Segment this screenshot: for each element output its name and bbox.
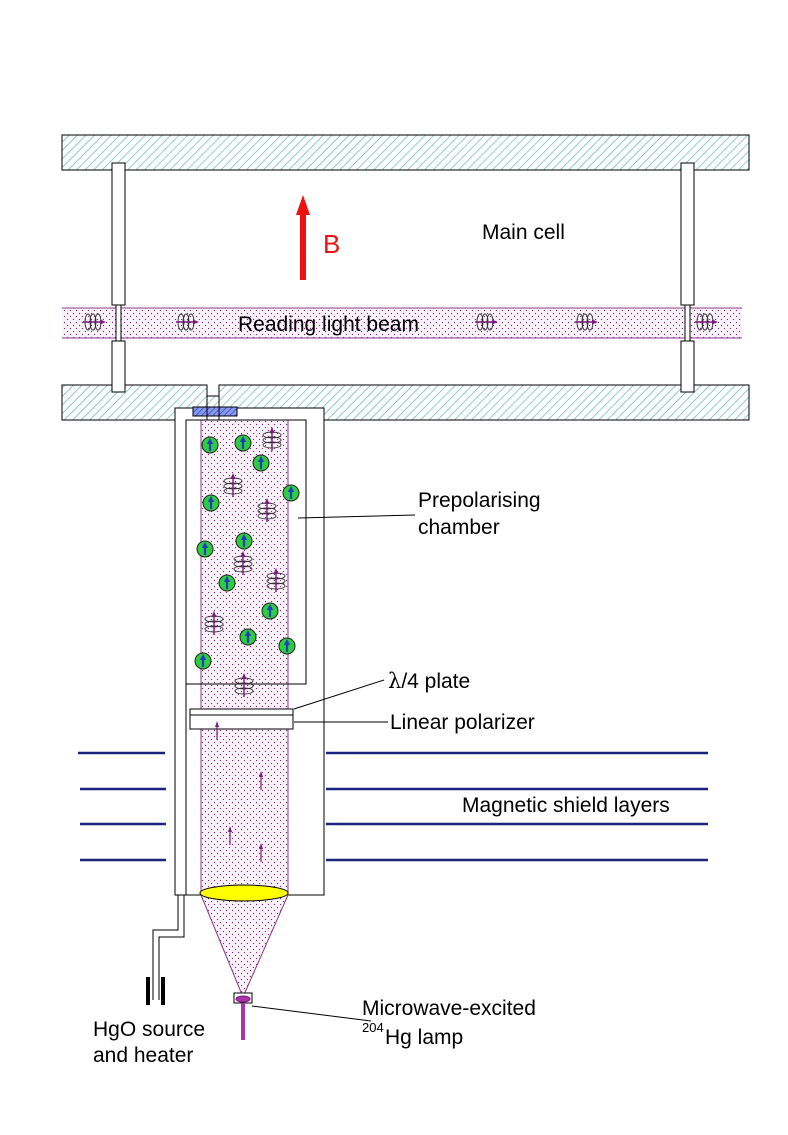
polarized-atom-icon (260, 601, 280, 621)
prepolarising-label-line1: Prepolarising (418, 489, 541, 512)
polarized-atom-icon (193, 651, 213, 671)
field-label: B (323, 229, 340, 259)
magnetic-shield-label: Magnetic shield layers (462, 794, 670, 817)
magnetic-shield-layers (78, 751, 708, 862)
heater-icon (146, 977, 165, 1005)
linear-polarizer-label: Linear polarizer (390, 711, 535, 734)
polarized-atom-icon (200, 435, 220, 455)
prepolarising-label-line2: chamber (418, 516, 500, 539)
polarized-atom-icon (195, 539, 215, 559)
lamp-icon (233, 992, 253, 1040)
chamber-window (192, 406, 238, 417)
reading-light-beam (62, 308, 742, 338)
lens-icon (199, 884, 289, 902)
polarized-atom-icon (217, 573, 237, 593)
polarized-atom-icon (234, 531, 254, 551)
source-label-line1: HgO source (93, 1018, 205, 1041)
quarter-wave-label: λ/4 plate (388, 669, 470, 693)
quarter-wave-text: /4 plate (401, 670, 470, 693)
up-arrow-icon (296, 195, 310, 280)
main-cell-top-wall (61, 134, 750, 171)
polarized-atom-icon (201, 493, 221, 513)
main-cell-label: Main cell (482, 221, 565, 244)
left-spacer-post (111, 162, 126, 393)
source-label-line2: and heater (93, 1044, 193, 1067)
linear-polarizer (189, 714, 294, 730)
lamp-label-line1: Microwave-excited (362, 997, 536, 1020)
leader-lines (251, 514, 416, 1022)
polarized-atom-icon (277, 636, 297, 656)
polarized-atom-icon (238, 627, 258, 647)
pumping-light-column (201, 420, 288, 895)
lamp-isotope: 204 (362, 1020, 384, 1035)
polarized-atom-icon (281, 483, 301, 503)
main-cell-bottom-wall (61, 384, 750, 421)
quarter-wave-symbol: λ (388, 669, 401, 693)
polarized-atom-icon (233, 433, 253, 453)
polarized-atom-icon (251, 453, 271, 473)
hgo-source-tube (152, 895, 185, 1000)
lamp-label-line2: Hg lamp (385, 1026, 463, 1049)
reading-beam-label: Reading light beam (238, 313, 419, 336)
light-cone (201, 895, 288, 997)
right-spacer-post (680, 162, 695, 393)
quarter-wave-plate (189, 708, 294, 716)
